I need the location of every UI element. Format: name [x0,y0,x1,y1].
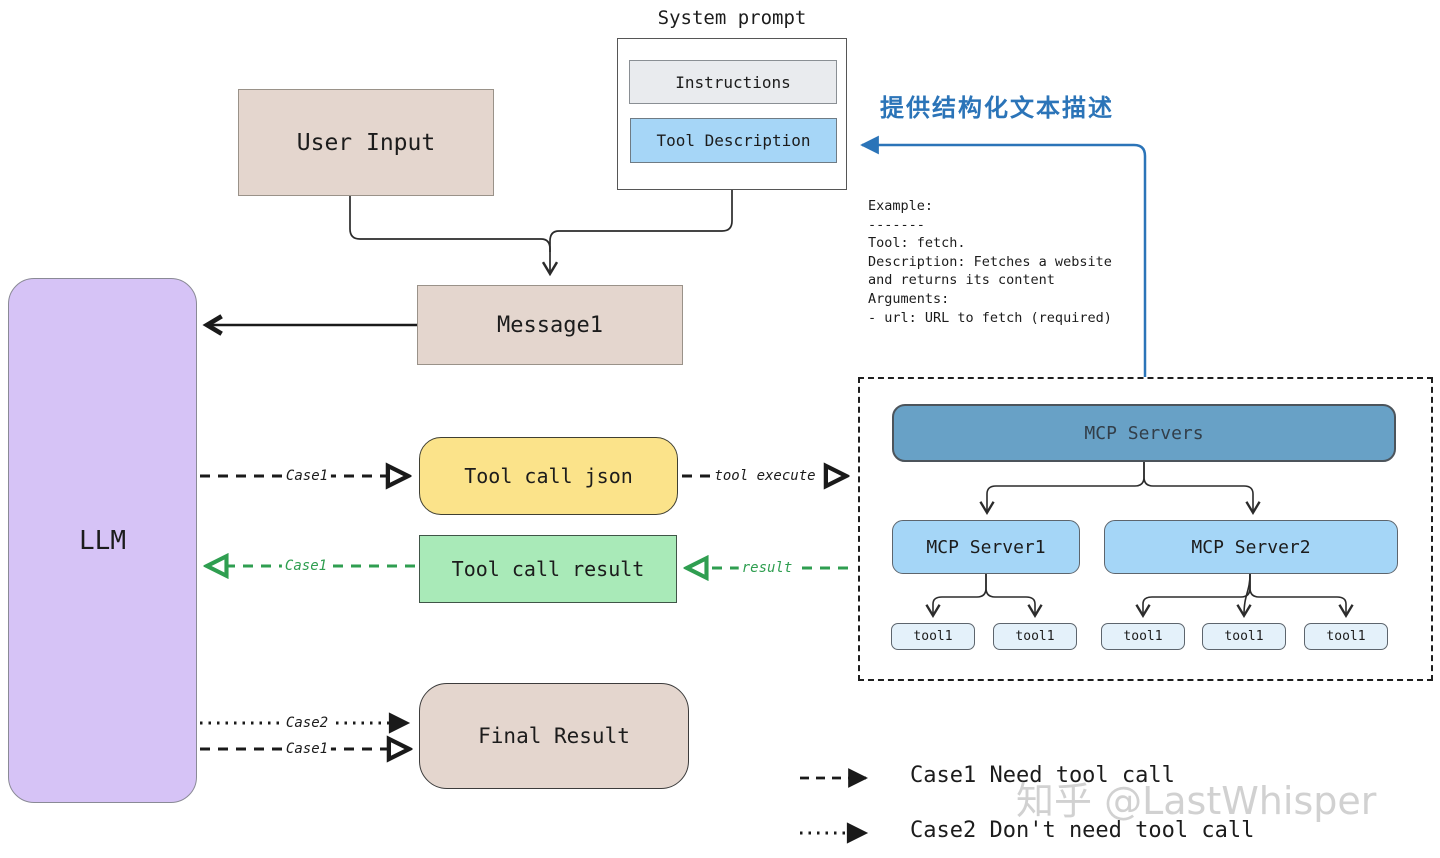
legend-case1-label: Case1 Need tool call [910,763,1175,788]
mcp-servers-box: MCP Servers [892,404,1396,462]
edge-label-case1-bottom: Case1 [282,741,332,757]
edge-label-result: result [738,560,796,576]
tool1-box-3: tool1 [1101,623,1185,650]
edge-label-case1-green: Case1 [281,558,331,574]
edge-label-tool-execute: tool execute [711,468,819,484]
mcp-to-tooldesc-arrow [860,135,1147,377]
mcp-server2-box: MCP Server2 [1104,520,1398,574]
tool1-box-1: tool1 [891,623,975,650]
annotation-structured-text: 提供结构化文本描述 [880,94,1114,122]
mcp-tree-connectors [925,462,1354,619]
mcp-server1-box: MCP Server1 [892,520,1080,574]
final-result-box: Final Result [419,683,689,789]
tool-call-json-box: Tool call json [419,437,678,515]
llm-box: LLM [8,278,197,803]
user-input-box: User Input [238,89,494,196]
edge-label-case2: Case2 [282,715,332,731]
system-prompt-title: System prompt [657,7,807,29]
tool1-box-2: tool1 [993,623,1077,650]
merge-connector [349,190,733,277]
tool-description-box: Tool Description [630,118,837,163]
tool1-box-5: tool1 [1304,623,1388,650]
instructions-box: Instructions [629,60,837,104]
tool-call-result-box: Tool call result [419,535,677,603]
tool1-box-4: tool1 [1202,623,1286,650]
message1-box: Message1 [417,285,683,365]
example-text-block: Example: ------- Tool: fetch. Descriptio… [868,198,1112,326]
edge-label-case1-top: Case1 [282,468,332,484]
watermark: 知乎 @LastWhisper [1016,779,1377,823]
legend-case2-label: Case2 Don't need tool call [910,818,1255,843]
mcp-container [858,377,1433,681]
